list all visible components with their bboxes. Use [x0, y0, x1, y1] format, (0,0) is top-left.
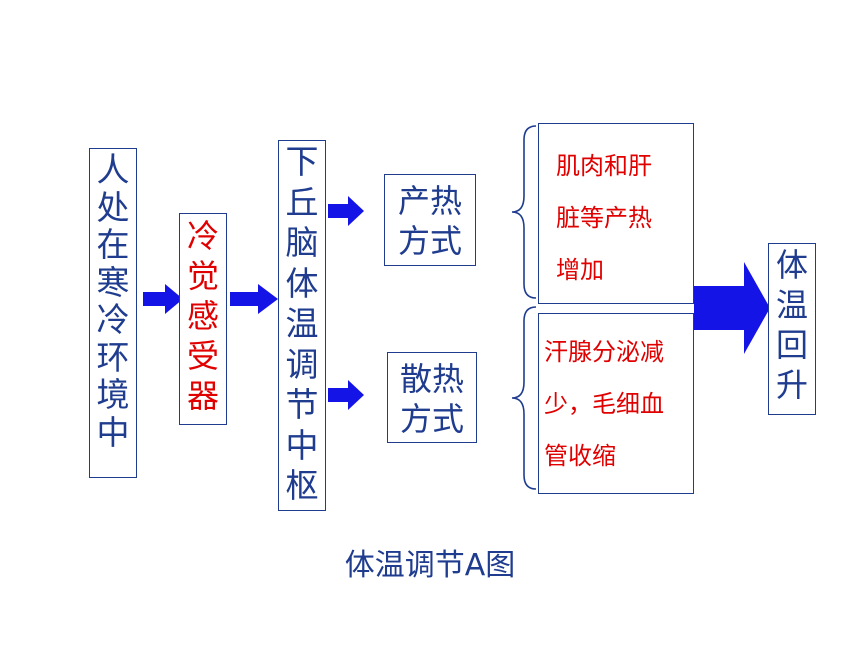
text-line: 方式 — [399, 400, 464, 438]
text-line: 散热 — [399, 360, 464, 398]
vertical-char: 升 — [775, 366, 808, 404]
text-line: 管收缩 — [544, 442, 616, 470]
vertical-char: 冷 — [96, 300, 130, 339]
text-line: 少，毛细血 — [544, 390, 664, 418]
node-hypothalamus-text: 下丘脑体温调节中枢 — [278, 145, 326, 502]
arrow-receptor-to-hypothalamus — [230, 284, 278, 314]
vertical-char: 温 — [285, 304, 319, 343]
node-cold-receptor-text: 冷觉感受器 — [179, 220, 227, 412]
vertical-char: 处 — [96, 187, 130, 227]
vertical-char: 体 — [775, 246, 808, 284]
node-cold-environment — [89, 148, 137, 478]
vertical-char: 温 — [775, 286, 808, 324]
vertical-char: 下 — [285, 142, 319, 181]
node-heat-production-detail-text: 肌肉和肝脏等产热增加 — [556, 140, 686, 296]
node-heat-production-detail — [538, 123, 694, 304]
vertical-char: 丘 — [285, 182, 319, 222]
arrow-environment-to-receptor — [143, 284, 183, 314]
arrow-hypothalamus-to-production — [328, 196, 364, 226]
node-cold-environment-text: 人处在寒冷环境中 — [89, 153, 137, 449]
vertical-char: 在 — [96, 225, 130, 264]
node-temperature-rise — [768, 243, 816, 415]
text-line: 产热 — [397, 182, 462, 220]
text-line: 方式 — [397, 222, 462, 260]
brace-dissipation — [511, 306, 537, 490]
arrow-to-temperature-rise — [694, 262, 770, 354]
vertical-char: 中 — [285, 425, 319, 465]
node-hypothalamus — [278, 140, 326, 511]
vertical-char: 器 — [186, 377, 219, 415]
vertical-char: 受 — [186, 337, 219, 375]
vertical-char: 感 — [186, 297, 219, 335]
node-cold-receptor — [179, 213, 227, 425]
text-line: 脏等产热 — [556, 204, 652, 232]
node-heat-dissipation-detail — [538, 313, 694, 494]
arrow-hypothalamus-to-dissipation — [328, 380, 364, 410]
vertical-char: 枢 — [285, 466, 319, 505]
vertical-char: 节 — [285, 385, 319, 424]
diagram-caption: 体温调节A图 — [344, 548, 516, 583]
vertical-char: 境 — [96, 375, 130, 414]
node-heat-production-mode — [384, 174, 476, 266]
vertical-char: 冷 — [186, 217, 219, 255]
text-line: 增加 — [556, 256, 604, 284]
node-temperature-rise-text: 体温回升 — [768, 249, 816, 401]
vertical-char: 体 — [285, 263, 319, 303]
node-heat-dissipation-detail-text: 汗腺分泌减少，毛细血管收缩 — [544, 326, 690, 482]
vertical-char: 调 — [285, 344, 319, 384]
vertical-char: 寒 — [96, 262, 130, 302]
vertical-char: 人 — [96, 150, 130, 189]
vertical-char: 环 — [96, 337, 130, 377]
text-line: 汗腺分泌减 — [544, 338, 664, 366]
brace-production — [511, 125, 537, 299]
node-heat-dissipation-mode — [387, 352, 477, 443]
vertical-char: 中 — [96, 412, 130, 452]
text-line: 肌肉和肝 — [556, 152, 652, 180]
vertical-char: 回 — [775, 326, 808, 364]
node-heat-production-mode-text: 产热方式 — [384, 181, 476, 261]
node-heat-dissipation-mode-text: 散热方式 — [387, 359, 477, 439]
vertical-char: 脑 — [285, 223, 319, 262]
vertical-char: 觉 — [186, 257, 219, 295]
